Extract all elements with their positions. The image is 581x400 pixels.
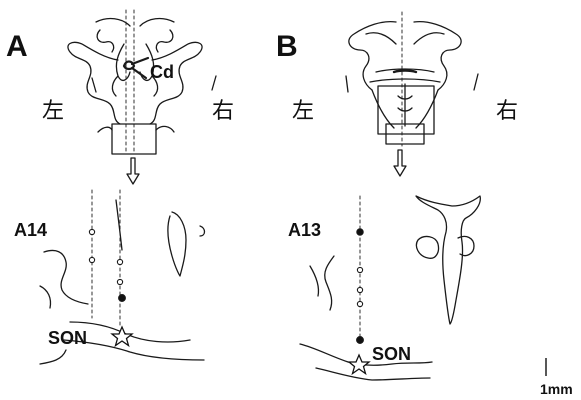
son-label-a13: SON: [372, 344, 411, 364]
section-label-a13: A13: [288, 220, 321, 240]
panel-label-b: B: [276, 30, 298, 63]
panel-a-down-arrow: [127, 158, 139, 184]
scale-bar-label: 1mm: [540, 381, 573, 397]
panel-b-down-arrow: [394, 150, 406, 176]
panel-b-brain-section: [346, 12, 478, 146]
open-site-marker: [89, 229, 94, 234]
right-label-a: 右: [212, 99, 234, 124]
open-site-marker: [89, 257, 94, 262]
filled-site-marker: [119, 295, 126, 302]
son-star-marker-a13: [349, 355, 369, 374]
cd-label: Cd: [150, 62, 174, 82]
filled-site-marker: [357, 229, 363, 235]
open-site-marker: [117, 259, 122, 264]
right-label-b: 右: [496, 99, 518, 124]
left-label-b: 左: [292, 99, 314, 124]
section-label-a14: A14: [14, 220, 47, 240]
filled-site-marker: [357, 337, 364, 344]
open-site-marker: [357, 267, 362, 272]
panel-a-brain-section: [68, 10, 216, 154]
son-label-a14: SON: [48, 328, 87, 348]
open-site-marker: [117, 279, 122, 284]
panel-label-a: A: [6, 30, 28, 63]
open-site-marker: [357, 301, 362, 306]
open-site-marker: [357, 287, 362, 292]
left-label-a: 左: [42, 99, 64, 124]
